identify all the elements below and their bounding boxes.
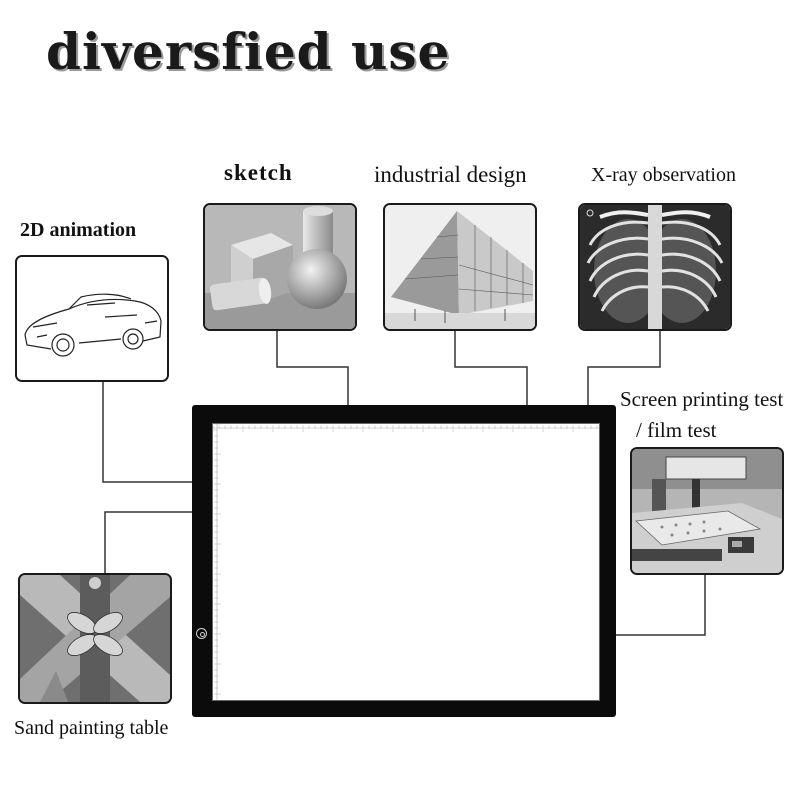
connector-industrial [454,329,528,405]
connector-2d-animation [102,381,192,483]
chest-xray-image [580,205,730,329]
ruler-top [213,425,599,432]
car-drawing-image [17,257,167,380]
connector-sketch [276,329,349,405]
label-screen-printing-2: / film test [636,418,717,442]
connector-sand-painting [104,511,192,573]
thumb-sand-painting [18,573,172,704]
label-sand-painting: Sand painting table [14,717,169,739]
ruler-left [214,424,221,700]
connector-screen-printing [616,574,706,636]
label-2d-animation: 2D animation [20,219,137,241]
thumb-industrial-design [383,203,537,331]
label-xray: X-ray observation [591,164,736,186]
thumb-screen-printing [630,447,784,575]
thumb-xray [578,203,732,331]
thumb-2d-animation [15,255,169,382]
thumb-sketch [203,203,357,331]
page-title: diversfied use [46,22,451,81]
light-pad-surface [212,423,600,701]
printing-machine-image [632,449,782,573]
power-button-icon[interactable] [196,628,207,639]
sand-painting-image [20,575,170,702]
label-industrial-design: industrial design [374,162,527,187]
connector-xray [587,329,661,405]
sketch-solids-image [205,205,355,329]
building-sketch-image [385,205,535,329]
label-sketch: sketch [224,160,293,185]
led-light-pad [192,405,616,717]
label-screen-printing-1: Screen printing test [620,387,784,411]
